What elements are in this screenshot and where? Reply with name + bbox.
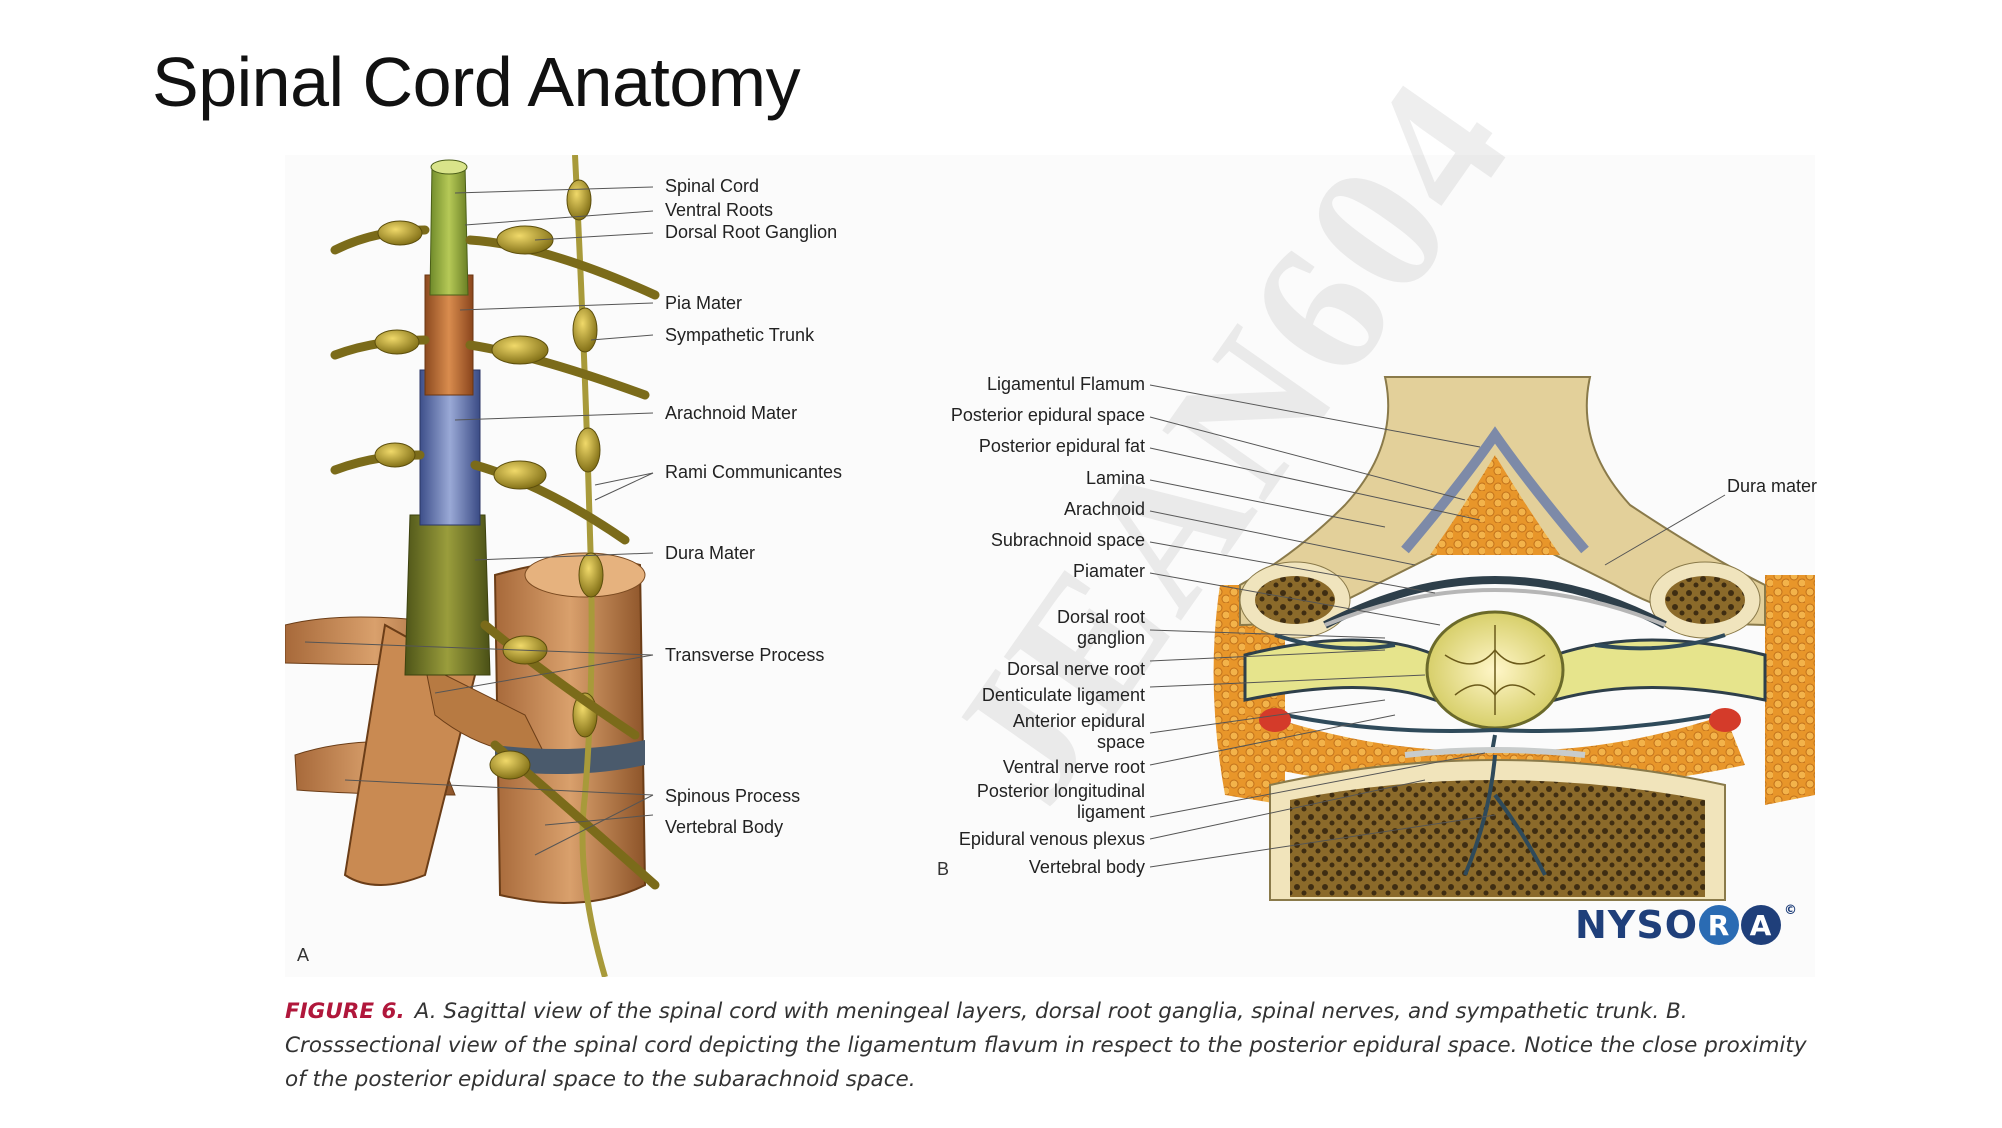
label-dorsal-root-ganglion-b: Dorsal root ganglion	[1056, 607, 1145, 648]
label-lamina: Lamina	[1085, 468, 1145, 488]
panel-a-letter: A	[297, 945, 310, 965]
figure-caption: FIGURE 6.A. Sagittal view of the spinal …	[285, 995, 1825, 1097]
label-denticulate-ligament: Denticulate ligament	[981, 685, 1145, 705]
label-arachnoid-mater: Arachnoid Mater	[665, 403, 798, 423]
label-dura-mater-b: Dura mater	[1727, 476, 1818, 496]
label-epidural-venous-plexus: Epidural venous plexus	[958, 829, 1145, 849]
label-transverse-process: Transverse Process	[665, 645, 825, 665]
figure-caption-label: FIGURE 6.	[285, 999, 405, 1024]
label-piamater: Piamater	[1072, 561, 1145, 581]
label-subrachnoid-space: Subrachnoid space	[990, 530, 1145, 550]
label-vertebral-body: Vertebral Body	[665, 817, 784, 837]
label-pia-mater: Pia Mater	[665, 293, 743, 313]
label-ventral-nerve-root: Ventral nerve root	[1002, 757, 1145, 777]
anatomy-illustration	[285, 155, 1815, 977]
label-spinous-process: Spinous Process	[665, 786, 801, 806]
label-dura-mater: Dura Mater	[665, 543, 756, 563]
label-dorsal-nerve-root: Dorsal nerve root	[1006, 659, 1145, 679]
label-sympathetic-trunk: Sympathetic Trunk	[665, 325, 815, 345]
label-vertebral-body-b: Vertebral body	[1028, 857, 1145, 877]
figure-caption-text: A. Sagittal view of the spinal cord with…	[285, 999, 1807, 1092]
panel-a-illustration	[285, 155, 660, 977]
anatomy-figure: JEAN604 Spinal Cord Ventral Roots Dorsal…	[285, 43, 1818, 977]
label-posterior-longitudinal-ligament: Posterior longitudinal ligament	[976, 781, 1145, 822]
panel-b-letter: B	[937, 859, 950, 879]
label-arachnoid: Arachnoid	[1063, 499, 1145, 519]
label-posterior-epidural-space: Posterior epidural space	[950, 405, 1145, 425]
label-spinal-cord: Spinal Cord	[665, 176, 760, 196]
label-anterior-epidural-space: Anterior epidural space	[1012, 711, 1145, 752]
label-rami-communicantes: Rami Communicantes	[665, 462, 843, 482]
slide-title: Spinal Cord Anatomy	[152, 43, 801, 121]
label-ligamentul-flamum: Ligamentul Flamum	[986, 374, 1145, 394]
panel-b-illustration	[1149, 376, 1815, 901]
label-posterior-epidural-fat: Posterior epidural fat	[978, 436, 1145, 456]
label-ventral-roots: Ventral Roots	[665, 200, 774, 220]
label-dorsal-root-ganglion: Dorsal Root Ganglion	[665, 222, 838, 242]
